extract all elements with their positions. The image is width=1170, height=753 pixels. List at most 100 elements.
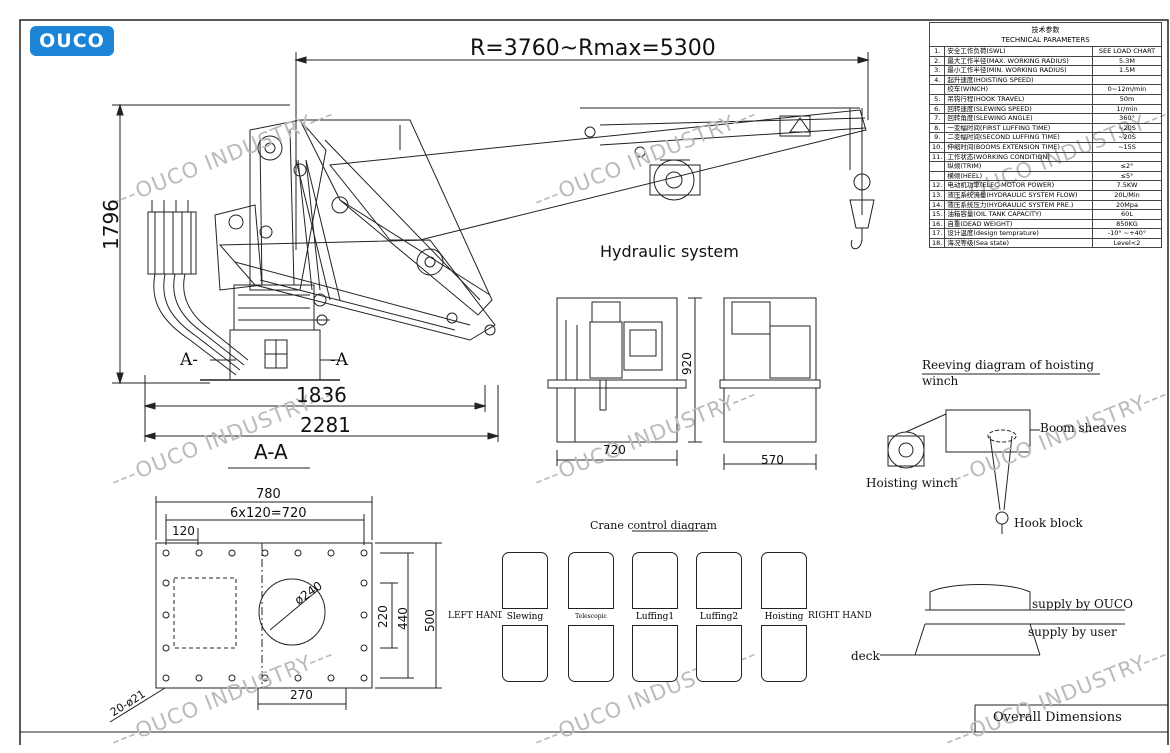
bolt-hole: [195, 549, 203, 557]
param-row: 4.起升速度(HOISTING SPEED): [928, 74, 1162, 86]
param-row: 18.海况等级(Sea state)Level<2: [928, 237, 1162, 249]
param-name: 电动机功率(ELEC-MOTOR POWER): [944, 180, 1093, 191]
param-value: 5.3M: [1092, 55, 1162, 67]
param-no: 3.: [928, 65, 946, 76]
reeving-title-line1: Reeving diagram of hoisting: [922, 358, 1095, 372]
param-name: 纵倾(TRIM): [944, 161, 1093, 172]
control-diagram-title: Crane control diagram: [590, 519, 717, 532]
flange-pitch-dimension: 120: [172, 524, 195, 538]
bolt-hole: [162, 549, 170, 557]
param-value: ~20S: [1092, 132, 1162, 143]
bolt-hole: [162, 611, 170, 619]
param-no: 7.: [928, 113, 946, 124]
param-no: 13.: [928, 189, 946, 201]
param-row: 9.二变幅时间(SECOND LUFFING TIME)~20S: [928, 132, 1162, 143]
control-lever-3: Luffing1: [632, 552, 678, 682]
param-no: [928, 84, 946, 95]
flange-bolt-holes: [162, 549, 368, 682]
param-name: 横倾(HEEL): [944, 170, 1093, 182]
bolt-hole: [360, 674, 368, 682]
param-name: 吊钩行程(HOOK TRAVEL): [944, 93, 1093, 105]
param-value: 1.5M: [1092, 65, 1162, 76]
param-name: 油箱容量(OIL TANK CAPACITY): [944, 209, 1093, 220]
right-hand-label: RIGHT HAND: [808, 611, 872, 621]
param-no: 12.: [928, 180, 946, 191]
hydraulic-width-570: 570: [761, 453, 784, 467]
param-row: 10.伸缩时间(BOOMS EXTENSION TIME)~15S: [928, 141, 1162, 153]
param-no: 16.: [928, 218, 946, 230]
params-header: 技术参数 TECHNICAL PARAMETERS: [929, 22, 1162, 46]
bolt-hole: [195, 674, 203, 682]
param-row: 2.最大工作半径(MAX. WORKING RADIUS)5.3M: [928, 55, 1162, 67]
param-no: 5.: [928, 93, 946, 105]
param-value: 7.5KW: [1092, 180, 1162, 191]
param-row: 1.安全工作负荷(SWL)SEE LOAD CHART: [928, 46, 1162, 57]
bolt-hole: [360, 579, 368, 587]
base-dimension-2281: 2281: [300, 413, 351, 437]
bolt-hole: [228, 549, 236, 557]
section-mark-right: -A: [330, 350, 349, 370]
bolt-hole: [327, 549, 335, 557]
reeving-title-line2: winch: [922, 374, 959, 388]
hydraulic-height-920: 920: [680, 352, 694, 375]
flange-total-dimension: 780: [256, 487, 281, 502]
param-no: 9.: [928, 132, 946, 143]
radius-dimension: R=3760~Rmax=5300: [470, 36, 716, 61]
param-row: 5.吊钩行程(HOOK TRAVEL)50m: [928, 93, 1162, 105]
flange-440-dimension: 440: [396, 607, 410, 630]
param-no: 4.: [928, 74, 946, 86]
control-lever-label: Slewing: [502, 608, 548, 626]
bolt-hole: [294, 549, 302, 557]
param-no: [928, 170, 946, 182]
supply-by-user-label: supply by user: [1028, 625, 1117, 639]
param-no: 17.: [928, 228, 946, 239]
param-row: 横倾(HEEL)≤5°: [928, 170, 1162, 182]
control-lever-label: Hoisting: [761, 608, 807, 626]
param-name: 最大工作半径(MAX. WORKING RADIUS): [944, 55, 1093, 67]
param-name: 海况等级(Sea state): [944, 237, 1093, 249]
param-value: 360°: [1092, 113, 1162, 124]
bolt-hole: [261, 674, 269, 682]
param-value: -10° ~+40°: [1092, 228, 1162, 239]
bolt-hole: [327, 674, 335, 682]
boom-sheaves-label: Boom sheaves: [1040, 421, 1127, 435]
param-value: [1092, 74, 1162, 86]
param-no: [928, 161, 946, 172]
param-value: 0~12m/min: [1092, 84, 1162, 95]
param-row: 12.电动机功率(ELEC-MOTOR POWER)7.5KW: [928, 180, 1162, 191]
control-lever-label: Luffing2: [696, 608, 742, 626]
hook-block-label: Hook block: [1014, 516, 1083, 530]
hoisting-winch-label: Hoisting winch: [866, 476, 958, 490]
control-lever-4: Luffing2: [696, 552, 742, 682]
param-row: 15.油箱容量(OIL TANK CAPACITY)60L: [928, 209, 1162, 220]
param-row: 14.液压系统压力(HYDRAULIC SYSTEM PRE.)20Mpa: [928, 199, 1162, 211]
bolt-hole: [360, 611, 368, 619]
param-no: 14.: [928, 199, 946, 211]
deck-label: deck: [851, 649, 880, 663]
flange-270-dimension: 270: [290, 688, 313, 702]
param-no: 10.: [928, 141, 946, 153]
param-row: 3.最小工作半径(MIN. WORKING RADIUS)1.5M: [928, 65, 1162, 76]
height-dimension: 1796: [99, 199, 123, 250]
param-name: 液压系统压力(HYDRAULIC SYSTEM PRE.): [944, 199, 1093, 211]
param-row: 6.回转速度(SLEWING SPEED)1r/min: [928, 103, 1162, 115]
param-row: 13.液压系统流量(HYDRAULIC SYSTEM FLOW)20L/Min: [928, 189, 1162, 201]
param-value: 50m: [1092, 93, 1162, 105]
param-value: 850KG: [1092, 218, 1162, 230]
param-no: 8.: [928, 122, 946, 134]
bolt-hole: [228, 674, 236, 682]
param-value: ≤2°: [1092, 161, 1162, 172]
drawing-title: Overall Dimensions: [993, 710, 1122, 725]
params-title-en: TECHNICAL PARAMETERS: [1001, 36, 1090, 44]
param-no: 15.: [928, 209, 946, 220]
control-lever-5: Hoisting: [761, 552, 807, 682]
flange-500-dimension: 500: [423, 609, 437, 632]
param-name: 伸缩时间(BOOMS EXTENSION TIME): [944, 141, 1093, 153]
hydraulic-title: Hydraulic system: [600, 242, 739, 261]
param-name: 最小工作半径(MIN. WORKING RADIUS): [944, 65, 1093, 76]
param-no: 6.: [928, 103, 946, 115]
param-row: 16.自重(DEAD WEIGHT)850KG: [928, 218, 1162, 230]
param-name: 设计温度(design temprature): [944, 228, 1093, 239]
param-value: 1r/min: [1092, 103, 1162, 115]
